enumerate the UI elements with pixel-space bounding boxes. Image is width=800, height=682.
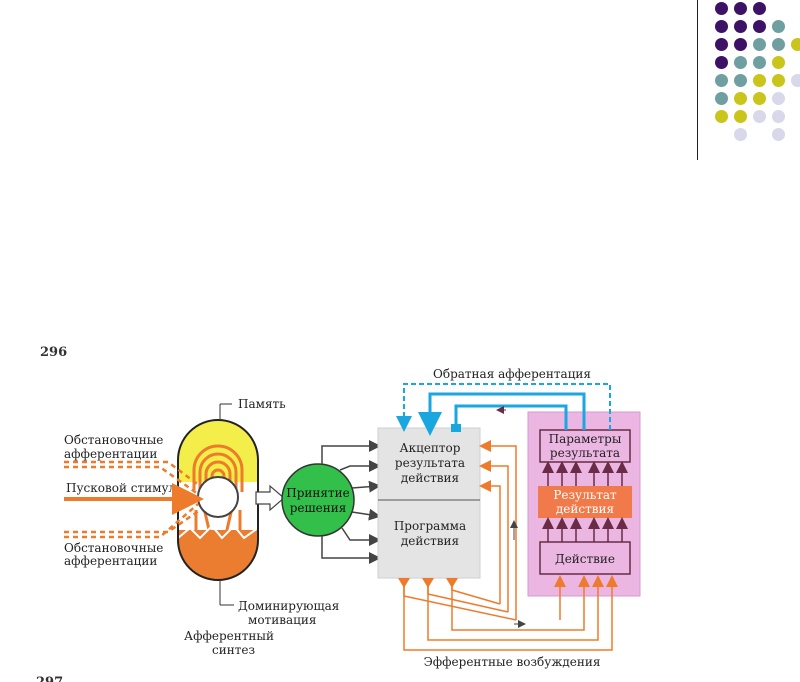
- situational-afferent-top-line: [64, 460, 201, 487]
- label-action: Действие: [555, 552, 615, 566]
- label-params-2: результата: [550, 446, 620, 460]
- label-afferent-1: Афферентный: [184, 629, 274, 643]
- feedback-loop: [396, 383, 611, 436]
- decorative-dot: [734, 74, 747, 87]
- decorative-dot: [715, 20, 728, 33]
- decorative-dot: [753, 74, 766, 87]
- decision-output-arrows: [321, 440, 381, 564]
- label-result-2: действия: [556, 502, 614, 516]
- decorative-dot: [734, 2, 747, 15]
- decorative-dot: [753, 92, 766, 105]
- label-acceptor-1: Акцептор: [400, 441, 461, 455]
- decorative-dot: [791, 38, 800, 51]
- decorative-dot: [715, 92, 728, 105]
- situational-afferent-bottom-line: [64, 508, 201, 534]
- label-program-1: Программа: [394, 519, 466, 533]
- params-box: [539, 429, 631, 463]
- label-situational-bottom-1: Обстановочные: [64, 541, 163, 555]
- action-box: [539, 541, 631, 575]
- label-efferent: Эфферентные возбуждения: [424, 655, 601, 669]
- label-acceptor-2: результата: [395, 456, 465, 470]
- decorative-dot: [734, 56, 747, 69]
- decorative-dot: [734, 128, 747, 141]
- decorative-dot: [753, 110, 766, 123]
- result-box: [538, 486, 632, 518]
- label-afferent-2: синтез: [212, 643, 255, 657]
- efferent-lines: [403, 575, 618, 651]
- label-feedback: Обратная афферентация: [433, 367, 591, 381]
- decorative-dot: [715, 56, 728, 69]
- label-program-2: действия: [401, 534, 459, 548]
- decorative-dot: [772, 74, 785, 87]
- decorative-dot: [734, 38, 747, 51]
- decorative-dot: [772, 56, 785, 69]
- decorative-dot: [772, 92, 785, 105]
- page-number-bottom: 297: [36, 675, 63, 682]
- label-decision-2: решения: [290, 501, 347, 515]
- decorative-dot: [753, 20, 766, 33]
- decorative-dot: [715, 110, 728, 123]
- label-situational-bottom-2: афферентации: [64, 554, 157, 568]
- acceptor-input-lines: [479, 440, 517, 620]
- label-memory: Память: [238, 397, 286, 411]
- decorative-dot: [734, 110, 747, 123]
- label-decision-1: Принятие: [286, 486, 349, 500]
- label-trigger: Пусковой стимул: [66, 481, 177, 495]
- decorative-dot: [734, 20, 747, 33]
- decorative-dot: [753, 38, 766, 51]
- decorative-dot: [772, 128, 785, 141]
- decorative-dot: [753, 56, 766, 69]
- label-result-1: Результат: [553, 488, 617, 502]
- hollow-arrow-to-decision: [255, 484, 285, 512]
- label-situational-top-1: Обстановочные: [64, 433, 163, 447]
- decorative-dot: [791, 74, 800, 87]
- decorative-dot: [715, 2, 728, 15]
- label-params-1: Параметры: [549, 432, 622, 446]
- decorative-vertical-line: [697, 0, 698, 160]
- decorative-dot: [772, 110, 785, 123]
- page-number-top: 296: [40, 345, 67, 360]
- label-dominant-2: мотивация: [248, 613, 316, 627]
- decorative-dot: [715, 74, 728, 87]
- label-dominant-1: Доминирующая: [238, 599, 339, 613]
- label-acceptor-3: действия: [401, 471, 459, 485]
- decorative-dot: [772, 38, 785, 51]
- decorative-dot: [772, 20, 785, 33]
- decorative-dot: [715, 38, 728, 51]
- acceptor-program-box: [377, 427, 481, 579]
- panel-internal-arrows: [542, 461, 628, 542]
- decision-circle: [281, 463, 355, 537]
- label-situational-top-2: афферентации: [64, 447, 157, 461]
- decorative-dot: [753, 2, 766, 15]
- decorative-dot: [734, 92, 747, 105]
